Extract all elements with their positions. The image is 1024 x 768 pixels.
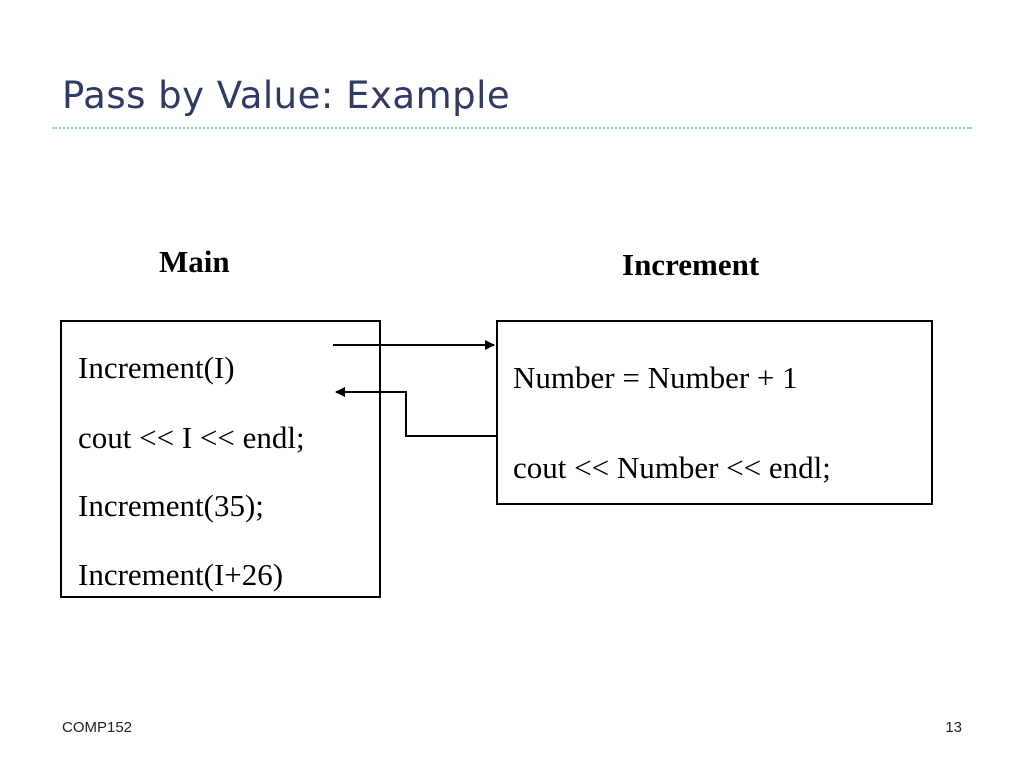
return-arrow — [335, 387, 497, 437]
main-box — [60, 320, 381, 598]
main-heading: Main — [159, 244, 230, 279]
increment-heading: Increment — [622, 247, 760, 282]
main-code-line-3: Increment(35); — [78, 488, 264, 523]
footer-page-number: 13 — [945, 719, 962, 736]
main-code-line-1: Increment(I) — [78, 350, 235, 385]
increment-box — [496, 320, 933, 505]
increment-code-line-1: Number = Number + 1 — [513, 360, 798, 395]
footer-course-code: COMP152 — [62, 719, 133, 736]
main-code-line-4: Increment(I+26) — [78, 557, 283, 592]
increment-code-line-2: cout << Number << endl; — [513, 450, 831, 485]
title-divider — [52, 127, 972, 129]
main-code-line-2: cout << I << endl; — [78, 420, 305, 455]
slide-title: Pass by Value: Example — [62, 74, 511, 117]
